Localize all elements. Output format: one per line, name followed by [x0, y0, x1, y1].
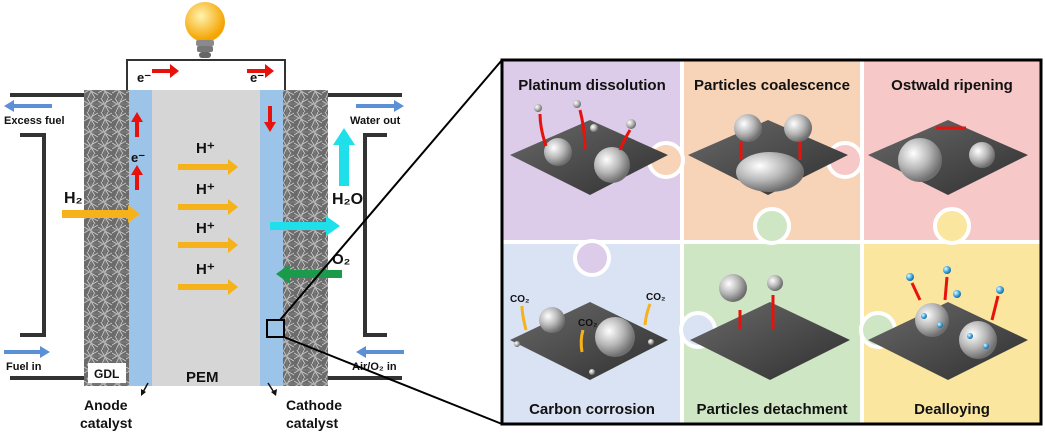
- proton-label-3: H⁺: [196, 220, 215, 237]
- pem-label: PEM: [186, 369, 219, 386]
- title-platinum-dissolution: Platinum dissolution: [518, 77, 666, 94]
- panels-frame: [500, 58, 1043, 426]
- fuel-in-arrow: [4, 346, 50, 358]
- anode-electron-arrow-upper: [131, 112, 143, 137]
- water-out-label: Water out: [350, 115, 401, 127]
- co2-label-right: CO₂: [646, 292, 665, 303]
- title-particles-coalescence: Particles coalescence: [694, 77, 850, 94]
- fuel-in-label: Fuel in: [6, 361, 42, 373]
- air-in-label: Air/O₂ in: [352, 361, 397, 373]
- proton-label-4: H⁺: [196, 261, 215, 278]
- hydrogen-label: H₂: [64, 190, 83, 207]
- zoom-region-box: [266, 319, 285, 338]
- anode-electron-arrow-lower: [131, 165, 143, 190]
- cathode-gdl: [283, 90, 328, 386]
- anode-gdl: [84, 90, 129, 386]
- fuel-cell: e⁻ e⁻ Excess fuel Water out Fuel in Air/…: [4, 2, 404, 431]
- proton-arrows: [178, 159, 238, 295]
- electron-arrow-top-right: [247, 64, 274, 78]
- process-arrows: [538, 109, 1000, 330]
- water-out-arrow: [356, 100, 404, 112]
- title-carbon-corrosion: Carbon corrosion: [529, 401, 655, 418]
- alloy-atoms: [906, 266, 1004, 349]
- anode-catalyst-layer: [129, 90, 152, 386]
- zoom-line-bottom: [283, 336, 503, 425]
- circuit-wire: [126, 59, 286, 90]
- title-ostwald-ripening: Ostwald ripening: [891, 77, 1013, 94]
- oxygen-arrow: [276, 264, 342, 284]
- electron-label-top-right: e⁻: [250, 70, 264, 85]
- anode-flow-channel: [20, 133, 46, 337]
- anode-electron-label: e⁻: [131, 150, 145, 165]
- anode-label-line1: Anode: [84, 397, 128, 413]
- cathode-flow-channel: [363, 133, 387, 337]
- title-particles-detachment: Particles detachment: [697, 401, 848, 418]
- cathode-electron-arrow: [264, 106, 276, 132]
- zoom-line-top: [279, 59, 503, 321]
- cathode-label-line1: Cathode: [286, 397, 342, 413]
- anode-label-line2: catalyst: [80, 415, 132, 431]
- pem-membrane: [152, 90, 260, 386]
- hydrogen-arrow: [62, 205, 140, 223]
- cathode-catalyst-layer: [260, 90, 283, 386]
- co2-arrows: [520, 303, 652, 353]
- title-dealloying: Dealloying: [914, 401, 990, 418]
- excess-fuel-arrow: [4, 100, 52, 112]
- platinum-particles: [514, 100, 997, 375]
- proton-label-1: H⁺: [196, 140, 215, 157]
- electron-arrow-top-left: [152, 64, 179, 78]
- light-bulb-icon: [185, 2, 225, 58]
- proton-label-2: H⁺: [196, 181, 215, 198]
- co2-label-left: CO₂: [510, 294, 529, 305]
- cathode-label-line2: catalyst: [286, 415, 338, 431]
- water-label: H₂O: [332, 191, 363, 208]
- co2-label-middle: CO₂: [578, 318, 597, 329]
- air-in-arrow: [356, 346, 404, 358]
- water-arrow-up: [333, 128, 355, 186]
- excess-fuel-label: Excess fuel: [4, 115, 65, 127]
- water-arrow-right: [270, 216, 340, 236]
- degradation-panels: CO₂ CO₂ CO₂ Platinum dissolution Particl…: [500, 58, 1043, 426]
- gdl-label: GDL: [94, 367, 119, 381]
- oxygen-label: O₂: [332, 251, 350, 268]
- electron-label-top-left: e⁻: [137, 70, 151, 85]
- gdl-label-box: [88, 363, 126, 383]
